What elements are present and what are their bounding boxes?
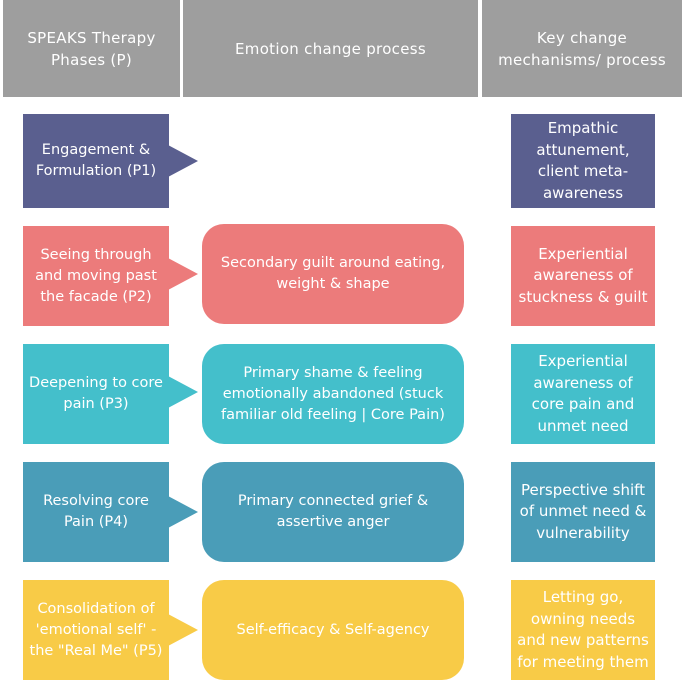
emotion-box-p4: Primary connected grief & assertive ange… <box>202 462 464 562</box>
phase-box-p2: Seeing through and moving past the facad… <box>23 226 169 326</box>
header-phases: SPEAKS Therapy Phases (P) <box>3 0 180 97</box>
emotion-box-p3: Primary shame & feeling emotionally aban… <box>202 344 464 444</box>
mechanism-box-p3: Experiential awareness of core pain and … <box>511 344 655 444</box>
mechanism-box-p2: Experiential awareness of stuckness & gu… <box>511 226 655 326</box>
emotion-box-p5: Self-efficacy & Self-agency <box>202 580 464 680</box>
arrow-p2 <box>168 258 198 290</box>
phase-box-p4: Resolving core Pain (P4) <box>23 462 169 562</box>
header-emotion-change: Emotion change process <box>183 0 478 97</box>
header-mechanisms: Key change mechanisms/ process <box>482 0 682 97</box>
arrow-p5 <box>168 614 198 646</box>
mechanism-box-p1: Empathic attunement, client meta-awarene… <box>511 114 655 208</box>
mechanism-box-p5: Letting go, owning needs and new pattern… <box>511 580 655 680</box>
arrow-p1 <box>168 145 198 177</box>
phase-box-p3: Deepening to core pain (P3) <box>23 344 169 444</box>
mechanism-box-p4: Perspective shift of unmet need & vulner… <box>511 462 655 562</box>
arrow-p4 <box>168 496 198 528</box>
phase-box-p5: Consolidation of 'emotional self' - the … <box>23 580 169 680</box>
emotion-box-p2: Secondary guilt around eating, weight & … <box>202 224 464 324</box>
phase-box-p1: Engagement & Formulation (P1) <box>23 114 169 208</box>
arrow-p3 <box>168 376 198 408</box>
